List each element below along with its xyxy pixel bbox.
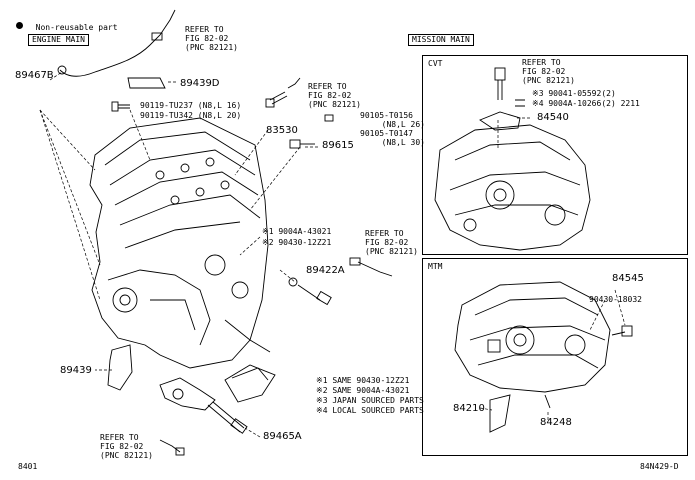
part-bolt-c[interactable]: 90105-T0156 (N8,L 26) 90105-T0147 (N8,L … — [360, 111, 425, 147]
legend-text: Non-reusable part — [35, 23, 118, 32]
mission-section-label: MISSION MAIN — [408, 34, 474, 46]
part-89439[interactable]: 89439 — [60, 365, 92, 376]
part-84540[interactable]: 84540 — [537, 112, 569, 123]
refer-callout-1[interactable]: REFER TO FIG 82-02 (PNC 82121) — [185, 25, 238, 52]
refer-callout-5[interactable]: REFER TO FIG 82-02 (PNC 82121) — [522, 58, 575, 85]
corner-code-right: 84N429-D — [640, 462, 679, 471]
cvt-transmission-drawing — [434, 67, 591, 251]
part-83530[interactable]: 83530 — [266, 125, 298, 136]
part-89467B[interactable]: 89467B — [15, 70, 54, 81]
footnote-3: ※3 JAPAN SOURCED PARTS — [316, 396, 424, 405]
part-84210[interactable]: 84210 — [453, 403, 485, 414]
part-89439D[interactable]: 89439D — [180, 78, 220, 89]
part-84545[interactable]: 84545 — [612, 273, 644, 284]
engine-section-label: ENGINE MAIN — [28, 34, 89, 46]
refer-callout-2[interactable]: REFER TO FIG 82-02 (PNC 82121) — [308, 82, 361, 109]
corner-code-left: 8401 — [18, 462, 38, 471]
cvt-label: CVT — [428, 59, 443, 68]
cvt-box: CVT — [422, 55, 688, 255]
bracket-drawing — [107, 344, 133, 391]
legend: Non-reusable part — [16, 15, 118, 34]
footnote-2: ※2 SAME 9004A-43021 — [316, 386, 410, 395]
footnote-1: ※1 SAME 90430-12Z21 — [316, 376, 410, 385]
part-89615[interactable]: 89615 — [322, 140, 354, 151]
part-89465A[interactable]: 89465A — [263, 431, 302, 442]
part-89422A[interactable]: 89422A — [306, 265, 345, 276]
cvt-part-star3[interactable]: ※3 90041-05592(2) — [532, 89, 616, 98]
engine-block-drawing — [89, 117, 269, 369]
part-bolt-a[interactable]: 90119-TU237 (N8,L 16) — [140, 101, 242, 110]
cvt-part-star4[interactable]: ※4 9004A-10266(2) 2211 — [532, 99, 640, 108]
footnote-4: ※4 LOCAL SOURCED PARTS — [316, 406, 424, 415]
part-84248[interactable]: 84248 — [540, 417, 572, 428]
footnotes: ※1 SAME 90430-12Z21 ※2 SAME 9004A-43021 … — [316, 376, 424, 415]
mtm-bolt[interactable]: 90430-18032 — [589, 295, 642, 304]
catalyst-drawing — [224, 364, 276, 403]
refer-callout-4[interactable]: REFER TO FIG 82-02 (PNC 82121) — [100, 433, 153, 460]
part-star2[interactable]: ※2 90430-12Z21 — [262, 238, 332, 247]
non-reusable-bullet-icon — [16, 22, 23, 29]
mtm-box: MTM — [422, 258, 688, 456]
part-star1[interactable]: ※1 9004A-43021 — [262, 227, 332, 236]
mtm-transmission-drawing — [454, 281, 633, 433]
refer-callout-3[interactable]: REFER TO FIG 82-02 (PNC 82121) — [365, 229, 418, 256]
part-bolt-b[interactable]: 90119-TU342 (N8,L 20) — [140, 111, 242, 120]
mtm-label: MTM — [428, 262, 443, 271]
